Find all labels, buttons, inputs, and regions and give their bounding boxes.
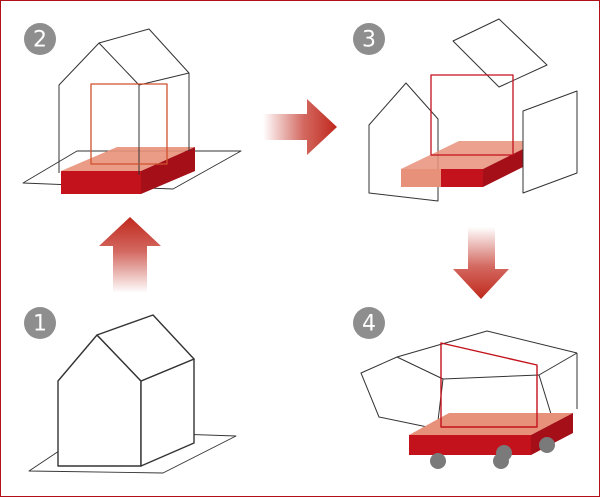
step-badge-2-label: 2 — [33, 28, 47, 53]
step-2-wireframe — [58, 28, 190, 175]
step-4-mobile-house — [360, 330, 578, 469]
step-3-exploded — [368, 18, 578, 202]
step-3-side-wall — [522, 90, 578, 194]
step-3-inner-module — [430, 74, 514, 156]
step-badge-4-label: 4 — [362, 312, 376, 337]
step-4-wheel-front-left — [430, 453, 446, 469]
step-4-wheel-back-right — [539, 437, 555, 453]
step-1-house — [28, 314, 237, 474]
step-badge-3-label: 3 — [362, 28, 376, 53]
step-badge-1-label: 1 — [33, 312, 47, 337]
step-badge-3: 3 — [353, 23, 385, 55]
arrow-step2-to-step3 — [263, 99, 337, 155]
arrow-step3-to-step4 — [453, 227, 509, 299]
step-badge-1: 1 — [24, 307, 56, 339]
step-4-wireframe — [360, 330, 578, 430]
step-badge-2: 2 — [24, 23, 56, 55]
step-4-inner-module — [440, 342, 538, 428]
step-2-house — [22, 28, 242, 194]
arrow-step1-to-step2 — [99, 217, 161, 293]
step-2-inner-module — [90, 83, 168, 165]
step-3-roof-panel — [452, 18, 548, 88]
step-badge-4: 4 — [353, 307, 385, 339]
step-4-wheel-back-left — [496, 445, 512, 461]
step-1-house-roof — [96, 314, 195, 382]
step-2-floor-slab — [61, 147, 195, 194]
